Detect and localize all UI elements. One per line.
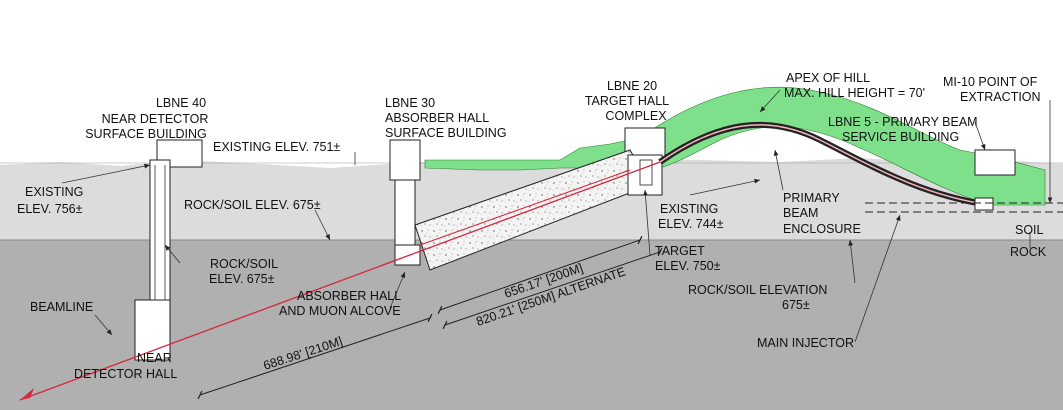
primary-beam-line [659, 124, 991, 206]
mi10-label-2: EXTRACTION [960, 90, 1041, 104]
rock-soil-elevation-label: ROCK/SOIL ELEVATION [688, 283, 827, 297]
primary-beam-enclosure-label-3: ENCLOSURE [783, 222, 861, 236]
mi10-label: MI-10 POINT OF [943, 75, 1038, 89]
target-hall-structure [627, 154, 663, 196]
lbne5-label: LBNE 5 - PRIMARY BEAM [828, 115, 978, 129]
rock-soil-elev-675-left-2: ELEV. 675± [209, 272, 275, 286]
apex-label: APEX OF HILL [786, 71, 870, 85]
rock-label: ROCK [1010, 245, 1047, 259]
existing-elev-751: EXISTING ELEV. 751± [213, 140, 340, 154]
rock-soil-elevation-value: 675± [782, 298, 810, 312]
lbne30-surface-building [389, 139, 421, 181]
lbne30-subtitle-2: SURFACE BUILDING [385, 126, 507, 140]
existing-elev-756-2: ELEV. 756± [17, 202, 83, 216]
beamline-ray-inner [419, 169, 631, 246]
existing-elev-756: EXISTING [25, 185, 83, 199]
hill [424, 86, 1046, 206]
primary-beam-enclosure-label-2: BEAM [783, 206, 818, 220]
absorber-alcove-label: ABSORBER HALL [297, 289, 401, 303]
existing-elev-744: EXISTING [660, 202, 718, 216]
main-injector-label: MAIN INJECTOR [757, 336, 854, 350]
absorber-alcove-label-2: AND MUON ALCOVE [279, 304, 401, 318]
lbne40-subtitle-2: SURFACE BUILDING [85, 127, 207, 141]
lbne40-title: LBNE 40 [156, 96, 206, 110]
lbne5-service-building [974, 149, 1016, 176]
absorber-hall-structure [394, 179, 421, 266]
leader-lines [61, 89, 1053, 343]
dimension-line-820 [442, 247, 663, 330]
dimension-line-688 [197, 313, 433, 400]
near-detector-shaft [134, 159, 171, 361]
beamline-arrowhead [20, 388, 34, 400]
primary-beam-enclosure-label: PRIMARY [783, 191, 840, 205]
apex-height-label: MAX. HILL HEIGHT = 70' [784, 86, 925, 100]
rock-soil-elev-675-top: ROCK/SOIL ELEV. 675± [184, 198, 321, 212]
lbne20-subtitle-2: COMPLEX [605, 109, 667, 123]
existing-elev-744-2: ELEV. 744± [658, 217, 724, 231]
lbne30-subtitle: ABSORBER HALL [385, 111, 489, 125]
lbne20-subtitle: TARGET HALL [585, 94, 669, 108]
lbne40-subtitle: NEAR DETECTOR [102, 112, 209, 126]
beamline-label: BEAMLINE [30, 300, 93, 314]
target-label: TARGET [655, 244, 705, 258]
mi10-extraction-box [974, 197, 994, 211]
rock-soil-elev-675-left: ROCK/SOIL [210, 257, 278, 271]
lbne5-label-2: SERVICE BUILDING [842, 130, 959, 144]
beamline-ray [19, 161, 661, 401]
near-detector-hall-label: NEAR [137, 351, 172, 365]
soil-label: SOIL [1015, 223, 1044, 237]
target-elev-label: ELEV. 750± [655, 259, 721, 273]
lbne30-title: LBNE 30 [385, 96, 435, 110]
lbne20-title: LBNE 20 [607, 79, 657, 93]
near-detector-hall-label-2: DETECTOR HALL [74, 367, 177, 381]
